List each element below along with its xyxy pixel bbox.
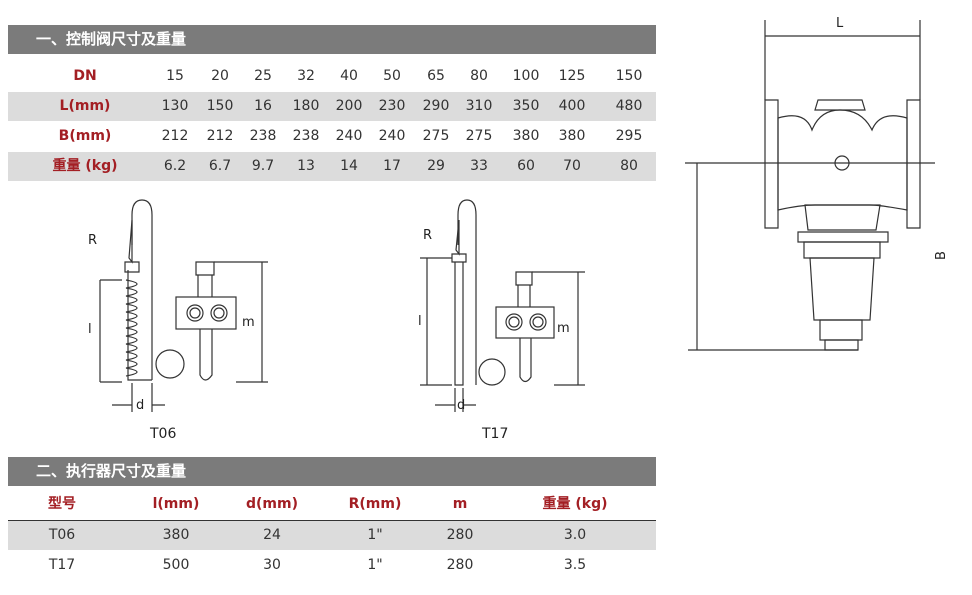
table-cell: 290 [422,98,450,114]
table-cell: 200 [335,98,363,114]
table-cell: T17 [48,557,76,573]
t06-diagram: R l d m T06 [88,199,268,442]
valve-b-label: B [934,251,949,260]
table-cell: 380 [512,128,540,144]
section1-title: 一、控制阀尺寸及重量 [36,30,187,48]
t06-r-label: R [88,233,97,248]
table-cell: 350 [512,98,540,114]
t06-l-label: l [88,322,92,337]
table-cell: 9.7 [251,158,275,174]
t06-m-label: m [242,315,255,330]
table-cell: 70 [563,158,581,174]
table-cell: 180 [292,98,320,114]
table-cell: 6.7 [208,158,232,174]
row-label: L(mm) [59,98,111,114]
section2-title: 二、执行器尺寸及重量 [36,462,187,480]
table-cell: T06 [48,527,76,543]
t17-r-label: R [423,228,432,243]
column-header: R(mm) [348,496,402,512]
table-cell: 400 [558,98,586,114]
table-cell: 13 [297,158,315,174]
table-cell: 150 [615,68,643,84]
table-cell: 3.5 [563,557,587,573]
table-row: B(mm) 212 212 238 238 240 240 275 275 380 380 295 [8,122,656,151]
table-cell: 212 [161,128,189,144]
table-cell: 380 [558,128,586,144]
t17-diagram: R l d m T17 [418,199,585,442]
valve-diagram: L B [685,16,949,351]
table-cell: 230 [378,98,406,114]
table-cell: 310 [465,98,493,114]
table-cell: 30 [263,557,281,573]
row-label: 重量 (kg) [52,158,118,174]
table-cell: 240 [335,128,363,144]
table-cell: 238 [292,128,320,144]
table-cell: 130 [161,98,189,114]
t06-d-label: d [136,398,144,413]
table-cell: 60 [517,158,535,174]
table-cell: 14 [340,158,358,174]
section1-header: 一、控制阀尺寸及重量 [8,25,656,54]
table-cell: 80 [620,158,638,174]
column-header: l(mm) [152,496,200,512]
table-cell: 3.0 [563,527,587,543]
t17-caption: T17 [481,426,508,442]
table-cell: 295 [615,128,643,144]
t06-coil [125,279,138,377]
table-row: T06 380 24 1" 280 3.0 [8,521,656,550]
table-cell: 240 [378,128,406,144]
table-cell: 33 [470,158,488,174]
table-cell: 238 [249,128,277,144]
table-cell: 32 [297,68,315,84]
table-cell: 150 [206,98,234,114]
table-cell: 40 [340,68,358,84]
table-cell: 125 [558,68,586,84]
row-label: B(mm) [58,128,112,144]
table-cell: 100 [512,68,540,84]
table-cell: 480 [615,98,643,114]
table-cell: 280 [446,557,474,573]
table-cell: 275 [465,128,493,144]
header-divider [8,520,656,521]
table-cell: 17 [383,158,401,174]
table-cell: 80 [470,68,488,84]
valve-l-label: L [836,16,844,31]
table-cell: 6.2 [163,158,187,174]
column-header: 型号 [48,496,76,512]
table-header-row: 型号 l(mm) d(mm) R(mm) m 重量 (kg) [8,490,656,519]
table-row: DN 15 20 25 32 40 50 65 80 100 125 150 [8,62,656,91]
table-cell: 1" [367,527,383,543]
column-header: m [452,496,468,512]
row-label: DN [73,68,97,84]
table-cell: 380 [162,527,190,543]
table-cell: 280 [446,527,474,543]
column-header: d(mm) [246,496,298,512]
table-cell: 275 [422,128,450,144]
table-cell: 25 [254,68,272,84]
table-row: L(mm) 130 150 16 180 200 230 290 310 350 400 480 [8,92,656,121]
table-row: 重量 (kg) 6.2 6.7 9.7 13 14 17 29 33 60 70 80 [8,152,656,181]
table-cell: 65 [427,68,445,84]
section2-header: 二、执行器尺寸及重量 [8,457,656,486]
t17-m-label: m [557,321,570,336]
t17-d-label: d [457,398,465,413]
column-header: 重量 (kg) [542,496,608,512]
table-cell: 20 [211,68,229,84]
table-cell: 50 [383,68,401,84]
table-cell: 16 [254,98,272,114]
table-cell: 212 [206,128,234,144]
table-cell: 500 [162,557,190,573]
t17-l-label: l [418,314,422,329]
table-cell: 1" [367,557,383,573]
t06-caption: T06 [149,426,176,442]
table-cell: 15 [166,68,184,84]
table-cell: 24 [263,527,281,543]
table-cell: 29 [427,158,445,174]
table-row: T17 500 30 1" 280 3.5 [8,551,656,580]
